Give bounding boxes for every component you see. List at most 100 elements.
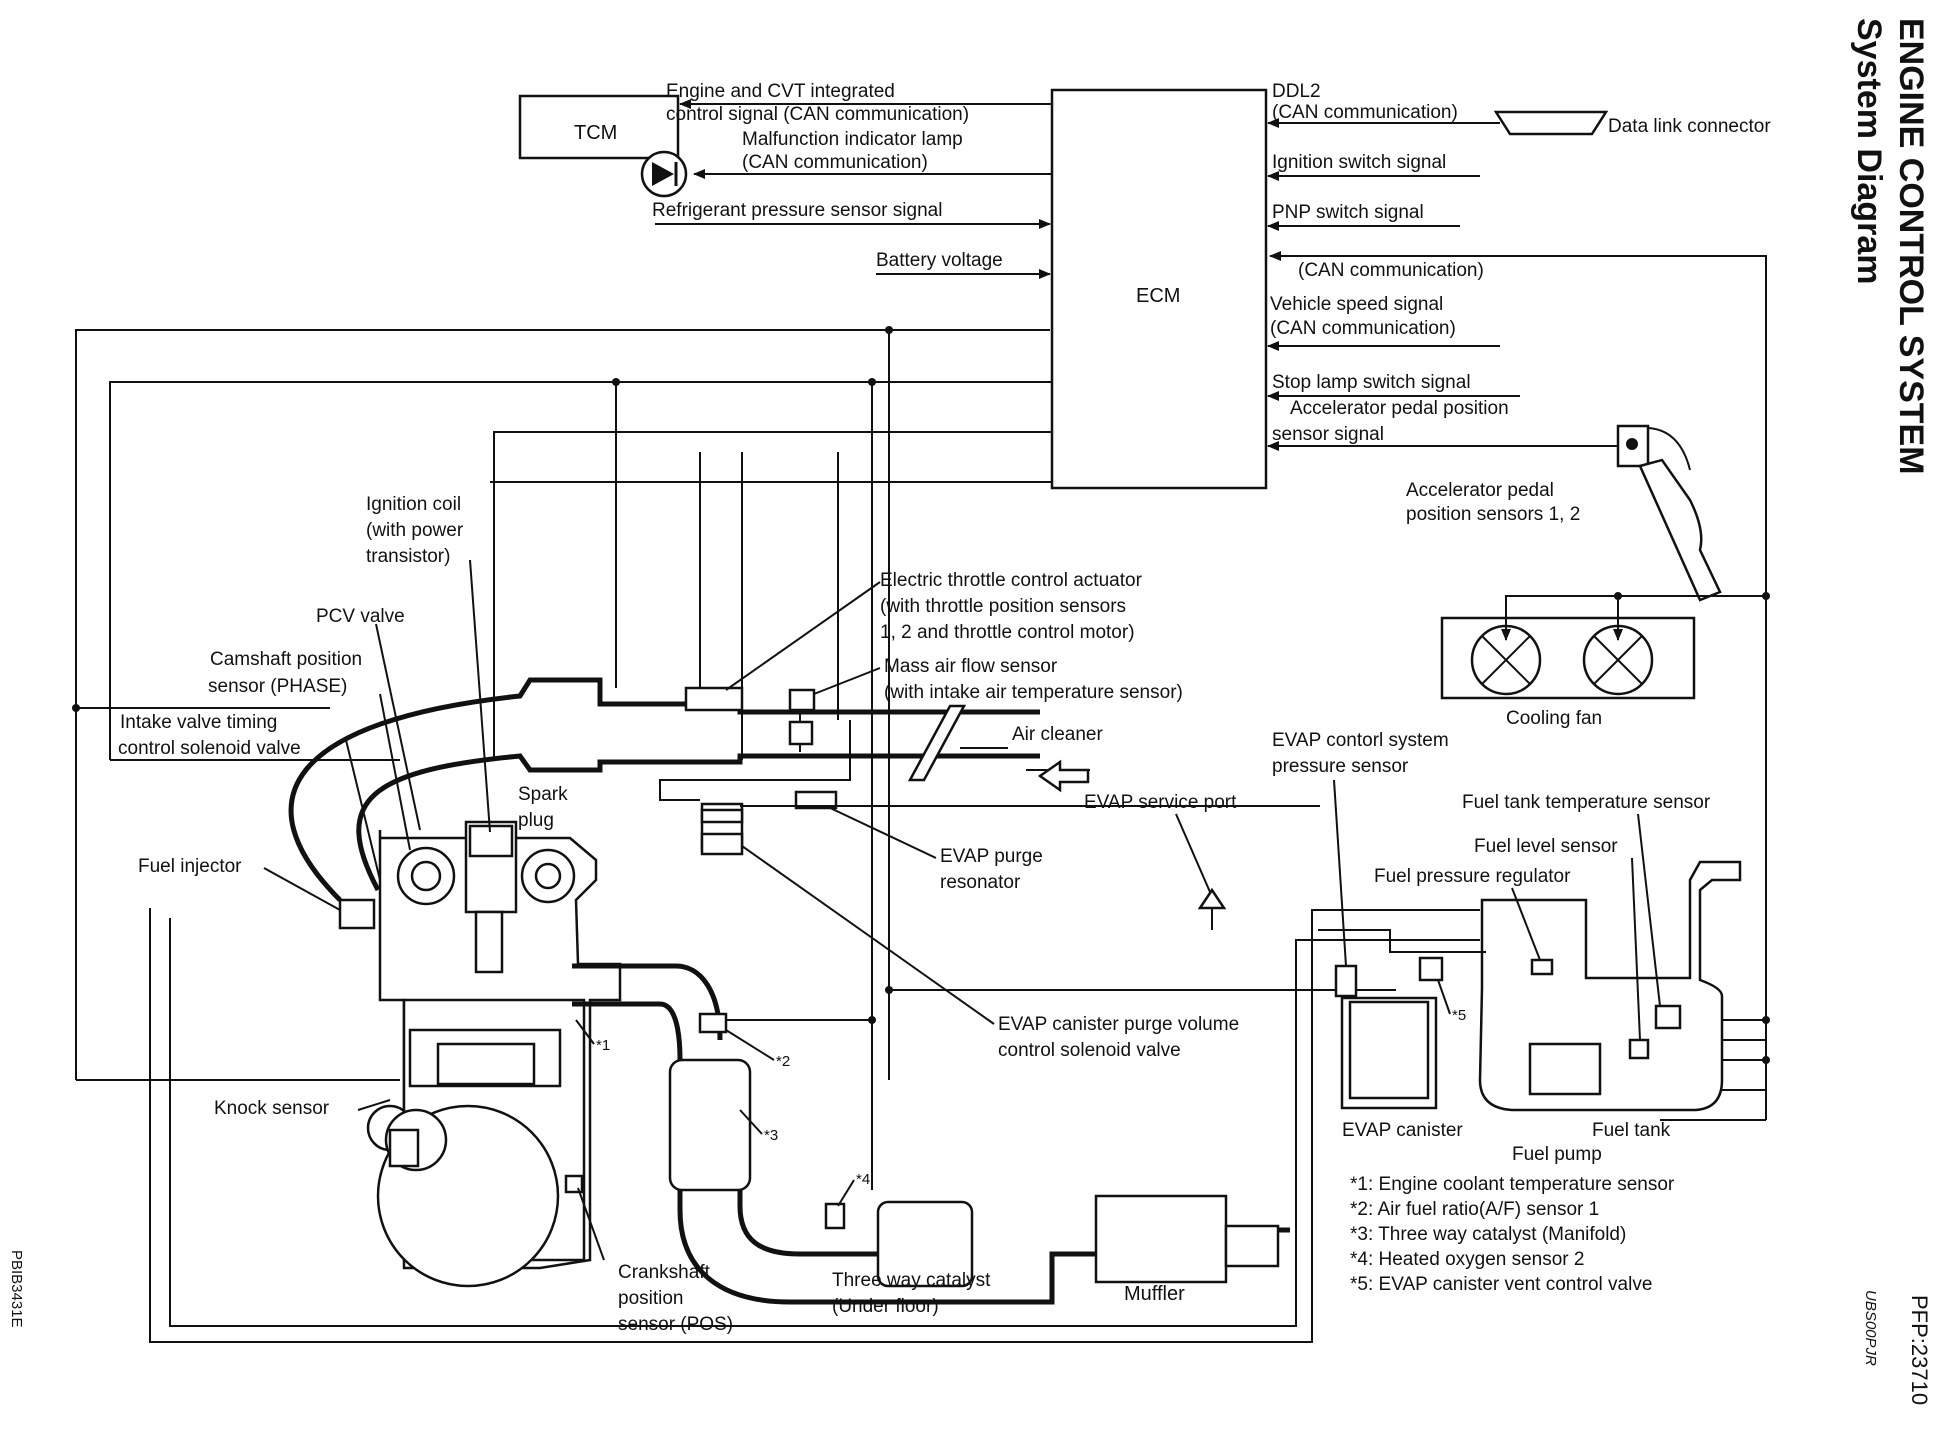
ckp-label-2: position (618, 1288, 684, 1309)
muffler-label: Muffler (1124, 1283, 1185, 1305)
marker-1: *1 (596, 1037, 610, 1054)
app-signal-line2: sensor signal (1272, 424, 1384, 445)
spark-plug-icon (474, 910, 504, 974)
wiring-harness (72, 326, 1770, 1343)
data-link-connector-icon (1493, 110, 1609, 136)
etc-label-2: (with throttle position sensors (880, 596, 1126, 617)
cvt-signal-line1: Engine and CVT integrated (666, 81, 895, 102)
air-cleaner-icon (907, 704, 967, 782)
ignition-signal: Ignition switch signal (1272, 152, 1446, 173)
twc-underfloor-label-2: (Under floor) (832, 1296, 939, 1317)
purge-valve (700, 832, 744, 856)
fuel-system (1197, 860, 1742, 1112)
twc-underfloor-label-1: Three way catalyst (832, 1270, 991, 1291)
page-title: ENGINE CONTROL SYSTEM (1892, 18, 1930, 475)
legend-item: *2: Air fuel ratio(A/F) sensor 1 (1350, 1199, 1599, 1220)
maf-sensor (788, 688, 816, 712)
evap-pressure-label-1: EVAP contorl system (1272, 730, 1449, 751)
tcm-label: TCM (574, 122, 617, 144)
component-labels: Ignition coil (with power transistor) PC… (118, 494, 1711, 1335)
evap-vent-valve-icon (1418, 956, 1444, 982)
service-port-icon (1197, 887, 1227, 910)
fuel-temp-sensor-icon (1654, 1004, 1682, 1030)
can-signal: (CAN communication) (1298, 260, 1484, 281)
cooling-fan-label: Cooling fan (1506, 708, 1602, 729)
legend-item: *4: Heated oxygen sensor 2 (1350, 1249, 1585, 1270)
evap-resonator-label-2: resonator (940, 872, 1021, 893)
cooling-fan-icon (1470, 624, 1654, 696)
fuel-tank-label: Fuel tank (1592, 1120, 1671, 1141)
ecm-label: ECM (1136, 285, 1180, 307)
intake-system (288, 677, 1090, 902)
etc-label-1: Electric throttle control actuator (880, 570, 1143, 591)
legend-item: *5: EVAP canister vent control valve (1350, 1274, 1652, 1295)
exhaust-system: Muffler (572, 963, 1290, 1305)
ignition-coil-label-1: Ignition coil (366, 494, 461, 515)
maf-label-2: (with intake air temperature sensor) (884, 682, 1183, 703)
data-link-connector-label: Data link connector (1608, 116, 1771, 137)
marker-5: *5 (1452, 1007, 1466, 1024)
spark-plug-label-1: Spark (518, 784, 568, 805)
maf-label-1: Mass air flow sensor (884, 656, 1058, 677)
ignition-coil-label-2: (with power (366, 520, 464, 541)
fuel-pump-icon (1528, 1042, 1602, 1096)
ddl2-signal-line1: DDL2 (1272, 81, 1321, 102)
af-sensor-icon (698, 1012, 728, 1034)
service-port-label: EVAP service port (1084, 792, 1237, 813)
air-flow-arrow (1037, 759, 1090, 793)
refrigerant-signal: Refrigerant pressure sensor signal (652, 200, 942, 221)
right-signals: DDL2 (CAN communication) Data link conne… (1267, 81, 1771, 1120)
cmp-label-1: Camshaft position (210, 649, 362, 670)
legend: *1: Engine coolant temperature sensor *2… (1350, 1174, 1675, 1295)
etc-label-3: 1, 2 and throttle control motor) (880, 622, 1135, 643)
injector-icon (338, 898, 376, 930)
battery-signal: Battery voltage (876, 250, 1003, 271)
page-code: PFP:23710 (1907, 1295, 1932, 1405)
purge-valve-label-1: EVAP canister purge volume (998, 1014, 1239, 1035)
evap-pressure-label-2: pressure sensor (1272, 756, 1409, 777)
muffler-box (1094, 1194, 1228, 1284)
mil-signal-line2: (CAN communication) (742, 152, 928, 173)
marker-3: *3 (764, 1127, 778, 1144)
vss-signal-line2: (CAN communication) (1270, 318, 1456, 339)
fuel-pump-label: Fuel pump (1512, 1144, 1602, 1165)
fuel-tank-body (1478, 860, 1742, 1112)
accelerator-pedal-icon (1616, 424, 1722, 602)
marker-2: *2 (776, 1053, 790, 1070)
fuel-level-sensor-icon (1628, 1038, 1650, 1060)
evap-pressure-sensor-icon (1334, 964, 1358, 998)
mil-signal-line1: Malfunction indicator lamp (742, 129, 963, 150)
ckp-label-1: Crankshaft (618, 1262, 711, 1283)
heated-o2-sensor-icon (824, 1202, 846, 1230)
vss-signal-line1: Vehicle speed signal (1270, 294, 1443, 315)
page-subtitle: System Diagram (1850, 18, 1888, 284)
app-signal-line1: Accelerator pedal position (1290, 398, 1509, 419)
ivt-label-1: Intake valve timing (120, 712, 277, 733)
ivt-label-2: control solenoid valve (118, 738, 301, 759)
fuel-level-sensor-label: Fuel level sensor (1474, 836, 1618, 857)
pnp-signal: PNP switch signal (1272, 202, 1424, 223)
evap-canister-label: EVAP canister (1342, 1120, 1463, 1141)
legend-item: *3: Three way catalyst (Manifold) (1350, 1224, 1626, 1245)
manifold-catalyst (668, 1058, 752, 1192)
fpr-label: Fuel pressure regulator (1374, 866, 1571, 887)
engine-block (338, 820, 622, 1288)
evap-resonator-label-1: EVAP purge (940, 846, 1043, 867)
cmp-label-2: sensor (PHASE) (208, 676, 347, 697)
left-signals: Engine and CVT integrated control signal… (640, 81, 1052, 279)
underfloor-catalyst (876, 1200, 974, 1288)
ckp-label-3: sensor (POS) (618, 1314, 733, 1335)
evap-purge (659, 720, 1320, 856)
ddl2-signal-line2: (CAN communication) (1272, 102, 1458, 123)
figure-code: PBIB3431E (8, 1250, 25, 1328)
ignition-coil-label-3: transistor) (366, 546, 450, 567)
marker-4: *4 (856, 1171, 870, 1188)
purge-valve-label-2: control solenoid valve (998, 1040, 1181, 1061)
pcv-valve-label: PCV valve (316, 606, 405, 627)
app-sensor-line2: position sensors 1, 2 (1406, 504, 1580, 525)
throttle-actuator (684, 686, 744, 712)
fuel-pressure-regulator-icon (1530, 958, 1554, 976)
stop-lamp-signal: Stop lamp switch signal (1272, 372, 1471, 393)
knock-sensor-label: Knock sensor (214, 1098, 330, 1119)
